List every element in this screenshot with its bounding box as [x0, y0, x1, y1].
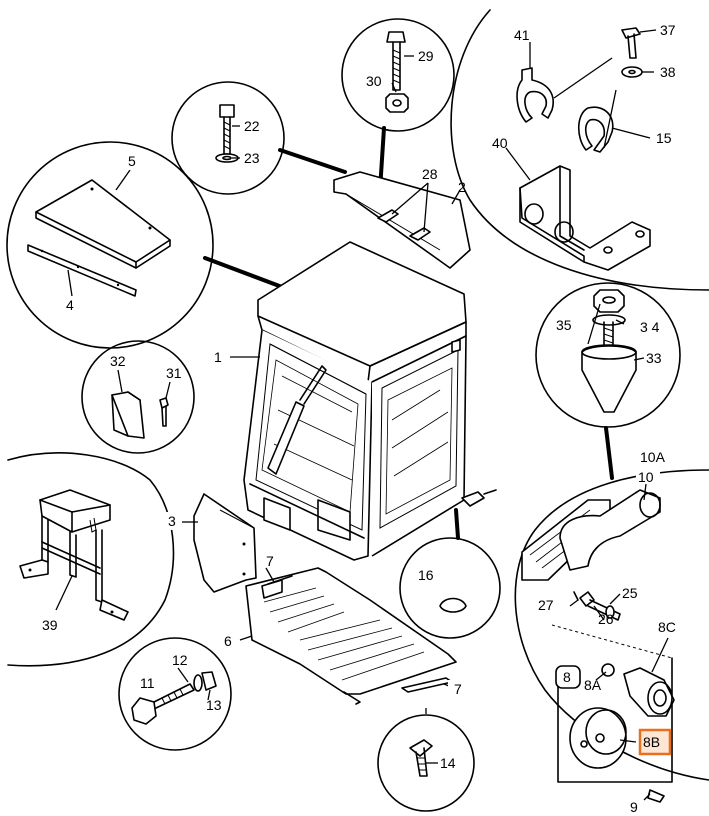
- label-22: 22: [244, 118, 260, 134]
- label-27: 27: [538, 597, 554, 613]
- label-3: 3: [168, 513, 176, 529]
- detail-box-8: [551, 624, 675, 803]
- label-31: 31: [166, 365, 182, 381]
- label-8b-highlight: [638, 728, 672, 756]
- label-4: 4: [66, 297, 74, 313]
- detail-circle-bolt-29: [341, 18, 455, 132]
- detail-circle-clips: [450, 9, 709, 291]
- detail-circle-39: [7, 452, 175, 667]
- detail-circle-bolt-11: [118, 637, 232, 751]
- label-13: 13: [206, 697, 222, 713]
- detail-circle-16: [399, 537, 501, 639]
- label-9: 9: [630, 799, 638, 815]
- detail-circle-33: [535, 282, 681, 428]
- floor-6: [245, 567, 457, 705]
- label-8b: 8B: [643, 734, 660, 750]
- label-33: 33: [646, 350, 662, 366]
- label-11: 11: [140, 675, 155, 691]
- label-37: 37: [660, 22, 676, 38]
- detail-circle-panel: [6, 141, 214, 349]
- label-7-lower: 7: [454, 681, 462, 697]
- label-8c: 8C: [658, 619, 676, 635]
- connector-line: [203, 256, 292, 292]
- strip-7: [401, 677, 453, 693]
- label-38: 38: [660, 64, 676, 80]
- label-39: 39: [42, 617, 58, 633]
- connector-line: [604, 426, 614, 480]
- label-30: 30: [366, 73, 382, 89]
- label-15: 15: [656, 130, 672, 146]
- label-6: 6: [224, 633, 232, 649]
- label-7-upper: 7: [266, 553, 274, 569]
- label-16: 16: [418, 567, 434, 583]
- detail-circle-bolt-22: [171, 81, 285, 195]
- label-35: 35: [556, 317, 572, 333]
- leader-lines: [55, 29, 669, 801]
- label-28: 28: [422, 166, 438, 182]
- label-14: 14: [440, 755, 456, 771]
- label-10: 10: [638, 469, 654, 485]
- detail-circle-lights: [514, 469, 709, 781]
- label-5: 5: [128, 153, 136, 169]
- label-8: 8: [563, 669, 571, 685]
- label-10a: 10A: [640, 449, 666, 465]
- label-1: 1: [214, 349, 222, 365]
- connector-line: [278, 148, 347, 174]
- cab-assembly: [243, 171, 497, 561]
- label-29: 29: [418, 48, 434, 64]
- label-32: 32: [110, 353, 126, 369]
- label-34: 3 4: [640, 319, 660, 335]
- connector-line: [454, 508, 460, 540]
- label-26: 26: [598, 611, 614, 627]
- label-12: 12: [172, 652, 188, 668]
- label-23: 23: [244, 150, 260, 166]
- label-25: 25: [622, 585, 638, 601]
- label-40: 40: [492, 135, 508, 151]
- label-2: 2: [458, 179, 466, 195]
- label-8a: 8A: [584, 677, 602, 693]
- label-41: 41: [514, 27, 530, 43]
- detail-circle-14: [377, 714, 475, 812]
- detail-circle-32: [81, 340, 195, 454]
- callout-labels: 5 4 22 23 29 30 28 2 1 32 31 3 6 7 7 12 …: [42, 22, 684, 815]
- panel-3: [193, 493, 257, 593]
